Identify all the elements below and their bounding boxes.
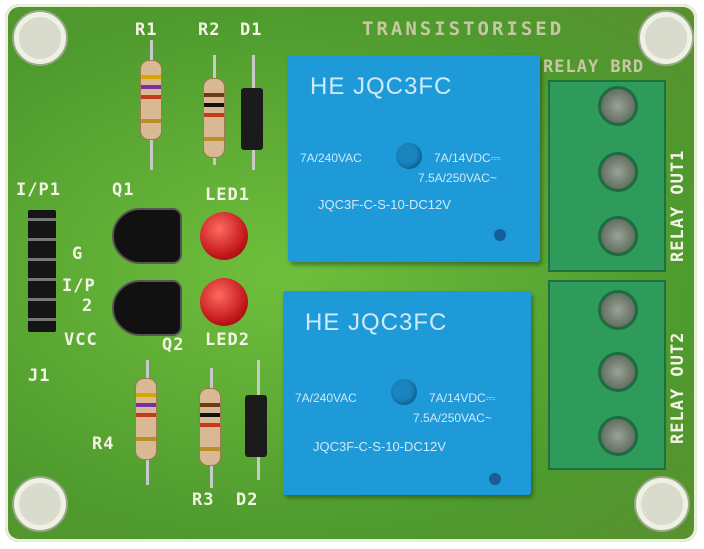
relay-knob (391, 379, 417, 405)
mounting-hole (640, 12, 692, 64)
label-r2: R2 (198, 20, 221, 40)
label-led2: LED2 (205, 330, 250, 350)
diode-d2 (245, 395, 267, 457)
label-r1: R1 (135, 20, 158, 40)
label-ip2-num: 2 (82, 296, 94, 316)
relay-rating-left: 7A/240VAC (300, 151, 362, 165)
screw-icon[interactable] (598, 352, 638, 392)
relay-rating-ac: 7.5A/250VAC~ (413, 411, 492, 425)
relay-model: JQC3F-C-S-10-DC12V (313, 439, 446, 454)
label-j1: J1 (28, 366, 51, 386)
label-q2: Q2 (162, 335, 185, 355)
label-g: G (72, 244, 84, 264)
screw-icon[interactable] (598, 416, 638, 456)
label-led1: LED1 (205, 185, 250, 205)
screw-icon[interactable] (598, 152, 638, 192)
board-subtitle: RELAY BRD (543, 57, 645, 77)
relay-rating-dc: 7A/14VDC⎓ (429, 391, 496, 405)
label-vcc: VCC (64, 330, 98, 350)
screw-icon[interactable] (598, 86, 638, 126)
diode-d1 (241, 88, 263, 150)
led-2 (200, 278, 248, 326)
label-d2: D2 (236, 490, 259, 510)
pin-header-j1 (28, 210, 56, 332)
label-q1: Q1 (112, 180, 135, 200)
label-ip1: I/P1 (16, 180, 61, 200)
label-d1: D1 (240, 20, 263, 40)
relay-model: JQC3F-C-S-10-DC12V (318, 197, 451, 212)
relay-brand: HE JQC3FC (305, 309, 448, 336)
label-r4: R4 (92, 434, 115, 454)
led-1 (200, 212, 248, 260)
relay-brand: HE JQC3FC (310, 73, 453, 100)
relay-dot (494, 229, 506, 241)
relay-2: HE JQC3FC 7A/240VAC 7A/14VDC⎓ 7.5A/250VA… (283, 291, 531, 495)
relay-rating-dc: 7A/14VDC⎓ (434, 151, 501, 165)
transistor-q1 (112, 208, 182, 264)
label-ip2: I/P (62, 276, 96, 296)
label-r3: R3 (192, 490, 215, 510)
resistor-r1 (140, 60, 162, 140)
screw-icon[interactable] (598, 290, 638, 330)
label-relay-out2: RELAY OUT2 (668, 331, 688, 444)
transistor-q2 (112, 280, 182, 336)
resistor-r4 (135, 378, 157, 460)
resistor-r2 (203, 78, 225, 158)
mounting-hole (636, 478, 688, 530)
relay-1: HE JQC3FC 7A/240VAC 7A/14VDC⎓ 7.5A/250VA… (288, 55, 540, 262)
relay-rating-ac: 7.5A/250VAC~ (418, 171, 497, 185)
relay-rating-left: 7A/240VAC (295, 391, 357, 405)
relay-knob (396, 143, 422, 169)
relay-dot (489, 473, 501, 485)
mounting-hole (14, 12, 66, 64)
mounting-hole (14, 478, 66, 530)
screw-icon[interactable] (598, 216, 638, 256)
label-relay-out1: RELAY OUT1 (668, 149, 688, 262)
resistor-r3 (199, 388, 221, 466)
board-title: TRANSISTORISED (362, 18, 565, 40)
